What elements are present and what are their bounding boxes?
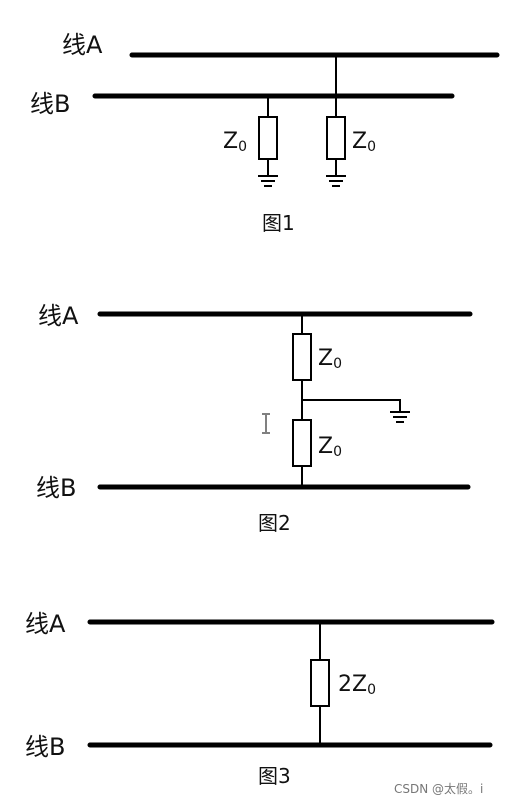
fig2-line-a-label: 线A — [38, 302, 79, 330]
fig1-line-a-label: 线A — [62, 31, 103, 59]
ground-icon — [258, 175, 278, 187]
figure-2: 线A Z0 Z0 线B 图2 — [36, 302, 473, 535]
fig1-resistor-left — [258, 116, 278, 160]
watermark: CSDN @太假。i — [394, 781, 483, 796]
fig1-impedance-left-label: Z0 — [223, 129, 247, 155]
fig2-line-b-label: 线B — [36, 474, 76, 502]
fig1-impedance-right-label: Z0 — [352, 129, 376, 155]
figure-3: 线A 2Z0 线B 图3 — [25, 610, 495, 788]
fig3-resistor — [310, 659, 330, 707]
fig3-line-a-label: 线A — [25, 610, 66, 638]
fig2-impedance-top-label: Z0 — [318, 346, 342, 372]
fig1-resistor-right — [326, 116, 346, 160]
fig2-impedance-bottom-label: Z0 — [318, 434, 342, 460]
ground-icon — [390, 411, 410, 423]
fig2-resistor-bottom — [292, 419, 312, 467]
fig2-resistor-top — [292, 333, 312, 381]
fig3-line-b-label: 线B — [25, 733, 65, 761]
fig2-caption: 图2 — [258, 511, 291, 535]
fig1-caption: 图1 — [262, 211, 295, 235]
ground-icon — [326, 175, 346, 187]
fig3-impedance-label: 2Z0 — [338, 672, 376, 698]
fig1-impedance-right: Z0 — [326, 55, 376, 187]
fig3-caption: 图3 — [258, 764, 291, 788]
fig1-impedance-left: Z0 — [223, 96, 278, 187]
fig1-line-b-label: 线B — [30, 90, 70, 118]
text-cursor-icon — [262, 413, 270, 434]
fig2-ground-tap — [302, 399, 401, 412]
figure-1: 线A 线B Z0 Z0 图 — [30, 31, 500, 235]
